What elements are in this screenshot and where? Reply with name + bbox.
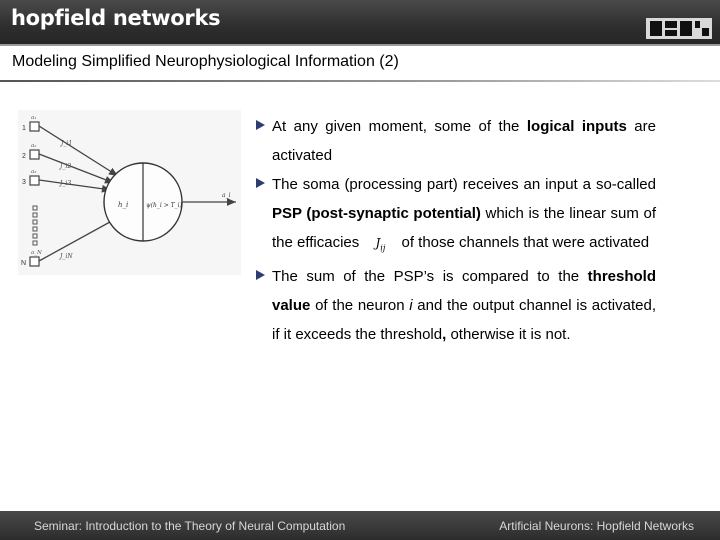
weight-label-n: J_iN: [58, 253, 73, 260]
neuron-diagram-svg: 1 2 3 N a₁ a₂ a₃ a_N J_i1 J_i2 J_i3 J_iN…: [21, 115, 236, 267]
synapse-2: [38, 153, 115, 184]
soma-threshold-label: ψ(h_i > T_i): [146, 202, 183, 209]
input-number-n: N: [21, 260, 26, 267]
soma-input-label: h_i: [118, 201, 128, 209]
output-label: a_i: [222, 192, 231, 199]
input-ellipsis-boxes: [32, 205, 38, 246]
header-bar: hopfield networks: [0, 0, 720, 44]
input-number-3: 3: [22, 179, 26, 186]
synapse-3: [38, 179, 112, 193]
institution-logo: [646, 18, 712, 39]
input-label-3: a₃: [31, 169, 36, 175]
bullet-triangle-icon: [256, 120, 265, 130]
input-box-1: [29, 121, 40, 132]
synapse-1: [38, 125, 119, 177]
footer-seminar-title: Seminar: Introduction to the Theory of N…: [34, 519, 346, 533]
header-divider: [0, 44, 720, 46]
bullet-list: At any given moment, some of the logical…: [256, 112, 656, 349]
input-label-1: a₁: [31, 115, 36, 121]
weight-label-2: J_i2: [58, 163, 71, 170]
input-label-n: a_N: [31, 250, 42, 256]
footer-section-title: Artificial Neurons: Hopfield Networks: [499, 519, 694, 533]
input-label-2: a₂: [31, 143, 36, 149]
bullet-item-1: At any given moment, some of the logical…: [256, 112, 656, 170]
bullet-item-3: The sum of the PSP’s is compared to the …: [256, 262, 656, 349]
bullet-item-2: The soma (processing part) receives an i…: [256, 170, 656, 262]
footer-bar: Seminar: Introduction to the Theory of N…: [0, 511, 720, 540]
brand-title: hopfield networks: [11, 6, 221, 30]
input-number-1: 1: [22, 125, 26, 132]
bullet-triangle-icon: [256, 178, 265, 188]
slide-title: Modeling Simplified Neurophysiological I…: [12, 53, 399, 70]
title-divider: [0, 80, 720, 82]
input-box-2: [29, 149, 40, 160]
neuron-diagram: 1 2 3 N a₁ a₂ a₃ a_N J_i1 J_i2 J_i3 J_iN…: [18, 110, 241, 275]
efficacy-symbol: Jij: [375, 236, 386, 253]
input-box-3: [29, 175, 40, 186]
input-box-n: [29, 256, 40, 267]
weight-label-3: J_i3: [58, 180, 71, 187]
synapse-n: [38, 216, 120, 262]
bullet-triangle-icon: [256, 270, 265, 281]
input-number-2: 2: [22, 153, 26, 160]
weight-label-1: J_i1: [59, 140, 72, 147]
